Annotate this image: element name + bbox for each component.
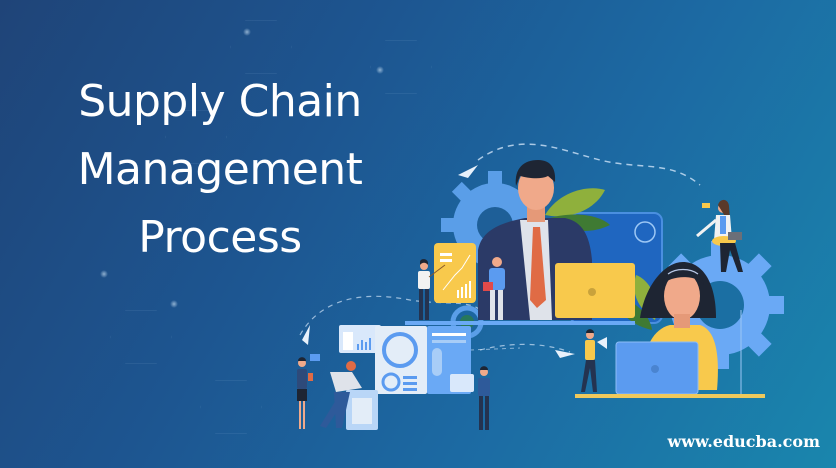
paper-plane-icon xyxy=(458,165,478,178)
hex-decoration xyxy=(370,40,432,94)
paper-plane-icon xyxy=(555,350,575,358)
woman-on-gear-figure xyxy=(696,199,743,272)
megaphone-man-figure xyxy=(581,329,607,392)
hex-decoration xyxy=(200,380,262,434)
chart-board xyxy=(434,243,476,303)
presenter-figure xyxy=(418,259,446,320)
sparkle xyxy=(100,270,108,278)
sparkle xyxy=(170,300,178,308)
page-title: Supply Chain Management Process xyxy=(40,68,400,272)
hex-decoration xyxy=(165,110,227,164)
hex-decoration xyxy=(110,310,172,364)
dashed-path xyxy=(479,343,571,353)
dashed-path xyxy=(477,143,701,186)
man-pushing-figure xyxy=(320,361,362,428)
dashboard-panels xyxy=(339,325,474,430)
paper-plane-icon xyxy=(302,325,310,345)
sparkle xyxy=(376,66,384,74)
woman-with-tablet-figure xyxy=(297,354,320,429)
website-url: www.educba.com xyxy=(667,432,821,451)
title-line-1: Supply Chain xyxy=(78,76,362,127)
dashed-path xyxy=(299,295,481,336)
hex-decoration xyxy=(230,20,292,74)
man-with-board-figure xyxy=(478,366,490,430)
platform xyxy=(405,321,635,325)
leaf xyxy=(545,188,605,217)
title-line-3: Process xyxy=(138,212,302,263)
man-with-folder-figure xyxy=(483,257,505,320)
sparkle xyxy=(243,28,251,36)
title-line-2: Management xyxy=(77,144,363,195)
desk xyxy=(575,394,765,398)
